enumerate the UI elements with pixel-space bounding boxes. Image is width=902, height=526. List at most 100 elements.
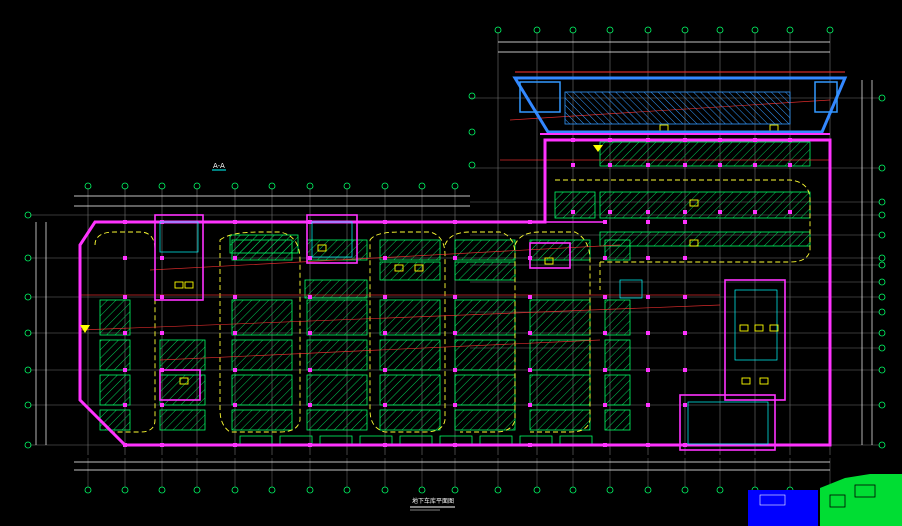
axis-bubble-bottom (533, 486, 541, 494)
parking-bay (306, 409, 368, 431)
fixture-unit (739, 324, 749, 332)
parking-bay (99, 339, 131, 371)
section-label-text: A-A (213, 162, 225, 170)
structural-column (453, 368, 457, 372)
structural-column (453, 331, 457, 335)
axis-bubble-top (681, 26, 689, 34)
section-label: A-A (212, 162, 226, 171)
fixture-unit (174, 281, 184, 289)
axis-bubble-top (84, 182, 92, 190)
parking-bay (229, 234, 299, 254)
axis-bubble-bottom (158, 486, 166, 494)
axis-bubble-right-upper (878, 278, 886, 286)
axis-bubble-right-upper (878, 231, 886, 239)
structural-column (646, 138, 650, 142)
structural-column (571, 163, 575, 167)
parking-bay (306, 299, 368, 336)
structural-column (233, 443, 237, 447)
parking-bay (99, 374, 131, 406)
parking-bay (231, 339, 293, 371)
axis-bubble-right-upper (878, 308, 886, 316)
fixture-unit (769, 324, 779, 332)
structural-column (753, 138, 757, 142)
axis-bubble-bottom (84, 486, 92, 494)
structural-column (233, 220, 237, 224)
axis-bubble-right-upper (878, 198, 886, 206)
driving-lanes (94, 179, 811, 433)
structural-column (753, 210, 757, 214)
parking-bay (529, 374, 591, 406)
parking-bay (379, 409, 441, 431)
axis-bubble-right-upper (878, 164, 886, 172)
structural-column (233, 256, 237, 260)
structural-column (453, 443, 457, 447)
structural-column (683, 295, 687, 299)
fixture-unit (184, 281, 194, 289)
structural-column (160, 403, 164, 407)
structural-column (683, 210, 687, 214)
structural-column (788, 163, 792, 167)
fixture-unit (394, 264, 404, 272)
axis-bubble-top (121, 182, 129, 190)
fixture-unit (754, 324, 764, 332)
structural-column (160, 295, 164, 299)
axis-bubble-left (24, 293, 32, 301)
structural-column (603, 403, 607, 407)
structural-column (233, 368, 237, 372)
structural-column (453, 220, 457, 224)
structural-column (453, 403, 457, 407)
ramp-arrows (80, 145, 603, 333)
axis-bubble-top (786, 26, 794, 34)
structural-column (383, 443, 387, 447)
structural-column (683, 403, 687, 407)
axis-bubble-top (644, 26, 652, 34)
structural-column (123, 295, 127, 299)
structural-column (528, 295, 532, 299)
axis-bubble-left (24, 254, 32, 262)
axis-bubble-top (494, 26, 502, 34)
dimension-lines (35, 41, 873, 471)
structural-column (753, 163, 757, 167)
fixture-unit (317, 244, 327, 252)
legend-block-blue (748, 490, 818, 526)
structural-column (603, 368, 607, 372)
structural-column (683, 368, 687, 372)
axis-bubble-top (193, 182, 201, 190)
structural-column (233, 331, 237, 335)
equipment-fixtures (174, 124, 779, 385)
structural-column (528, 368, 532, 372)
structural-column (308, 220, 312, 224)
structural-column (383, 295, 387, 299)
axis-bubble-top (418, 182, 426, 190)
parking-bay (454, 299, 516, 336)
structural-column (308, 403, 312, 407)
fixture-unit (544, 257, 554, 265)
structural-column (233, 403, 237, 407)
parking-bay (454, 261, 516, 281)
axis-bubble-bottom (193, 486, 201, 494)
axis-bubble-bottom (381, 486, 389, 494)
structural-column (646, 256, 650, 260)
parking-bay (604, 239, 631, 261)
structural-column (160, 256, 164, 260)
structural-column (683, 256, 687, 260)
structural-column (608, 210, 612, 214)
structural-column (123, 256, 127, 260)
axis-bubble-bottom (494, 486, 502, 494)
beam-lines (79, 99, 831, 361)
structural-column (603, 256, 607, 260)
axis-bubble-top (158, 182, 166, 190)
parking-bay (604, 339, 631, 371)
parking-bay (379, 239, 441, 261)
structural-column (383, 331, 387, 335)
axis-bubble-left (24, 211, 32, 219)
structural-column (383, 220, 387, 224)
axis-bubble-bottom (121, 486, 129, 494)
axis-bubble-bottom (644, 486, 652, 494)
axis-bubble-right (878, 401, 886, 409)
structural-column (646, 368, 650, 372)
structural-column (308, 256, 312, 260)
axis-bubble-top (381, 182, 389, 190)
structural-column (123, 443, 127, 447)
